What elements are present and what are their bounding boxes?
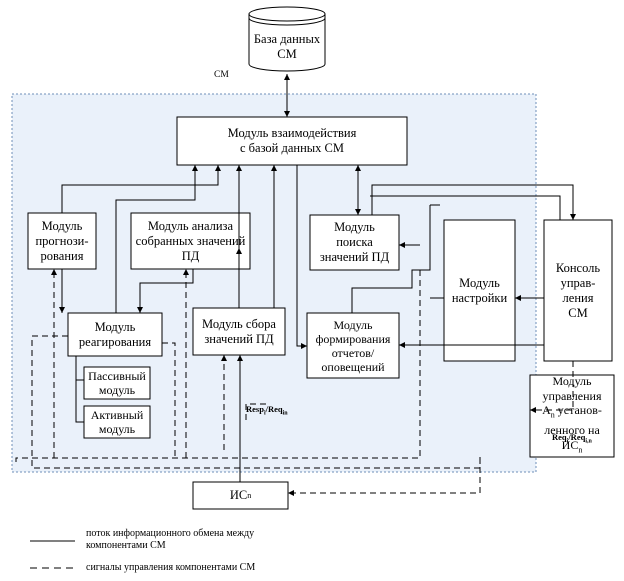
resp-sub: i bbox=[263, 410, 266, 417]
isn-box bbox=[192, 481, 289, 510]
interaction-module-line1: Модуль взаимодействия bbox=[227, 126, 357, 140]
req-sub: in bbox=[282, 410, 288, 417]
req-label: /Req bbox=[265, 404, 283, 414]
reaction-module-label: Модуль реагирования bbox=[68, 313, 162, 356]
mgmt-line3-b: установ- bbox=[554, 403, 602, 418]
settings-line2: настройки bbox=[451, 290, 508, 305]
passive-module-label: Пассивный модуль bbox=[84, 367, 150, 399]
database-cylinder bbox=[248, 6, 326, 72]
forecast-line1: Модуль bbox=[41, 218, 83, 233]
mgmt-line3: Аn установ- bbox=[542, 403, 602, 423]
collection-module-box bbox=[192, 307, 286, 356]
console-label: Консоль управ- ления СМ bbox=[544, 220, 612, 361]
an-management-module-label: Модуль управления Аn установ- ленного на… bbox=[530, 374, 614, 458]
forecast-module-label: Модуль прогнози- рования bbox=[28, 213, 96, 269]
an-management-module-box bbox=[529, 374, 615, 458]
mgmt-line3-sub: n bbox=[550, 410, 555, 420]
req-b-label: /Req bbox=[568, 432, 586, 442]
legend-dashed-text: сигналы управления компонентами СМ bbox=[86, 562, 256, 573]
req-b-sub: i,n bbox=[585, 438, 592, 445]
reports-line2: формирования bbox=[315, 331, 391, 346]
search-module-label: Модуль поиска значений ПД bbox=[310, 215, 399, 270]
interaction-module-box bbox=[176, 116, 408, 166]
console-line1: Консоль bbox=[555, 260, 601, 275]
settings-module-box bbox=[443, 219, 516, 362]
cm-boundary-label: СМ bbox=[214, 70, 229, 80]
mgmt-line2: управления bbox=[542, 388, 602, 403]
mgmt-line3-a: А bbox=[542, 403, 551, 418]
settings-module-label: Модуль настройки bbox=[444, 220, 515, 361]
analysis-line2: собранных значений bbox=[135, 233, 246, 248]
passive-line2: модуль bbox=[98, 383, 136, 397]
forecast-module-box bbox=[27, 212, 97, 270]
active-module-label: Активный модуль bbox=[84, 406, 150, 438]
database-label-line1: База данных bbox=[253, 32, 321, 46]
search-line1: Модуль bbox=[334, 220, 375, 234]
collection-line1: Модуль сбора bbox=[202, 316, 276, 331]
search-line3: значений ПД bbox=[319, 250, 390, 264]
console-box bbox=[543, 219, 613, 362]
mgmt-line5-a: ИС bbox=[561, 437, 579, 452]
mgmt-line4: ленного на bbox=[544, 423, 600, 438]
database-label: База данных СМ bbox=[249, 30, 325, 64]
active-module-box bbox=[83, 405, 151, 439]
interaction-module-line2: с базой данных СМ bbox=[239, 141, 345, 155]
resp-req-signal-label: Respi/Reqin bbox=[246, 404, 288, 417]
legend-solid-line1: поток информационного обмена между bbox=[86, 528, 255, 539]
forecast-line2: прогнози- bbox=[35, 233, 89, 248]
analysis-line3: ПД bbox=[181, 248, 200, 263]
console-line4: СМ bbox=[568, 305, 588, 320]
reports-line4: оповещений bbox=[321, 359, 385, 374]
reports-module-box bbox=[306, 312, 400, 379]
reports-line1: Модуль bbox=[333, 317, 373, 332]
reaction-line1: Модуль bbox=[94, 319, 136, 334]
analysis-module-box bbox=[130, 212, 251, 270]
database-label-line2: СМ bbox=[277, 47, 297, 61]
console-line2: управ- bbox=[560, 275, 596, 290]
isn-main: ИС bbox=[229, 488, 248, 502]
reaction-module-box bbox=[67, 312, 163, 357]
mgmt-line5-sub: n bbox=[578, 445, 583, 455]
reports-line3: отчетов/ bbox=[331, 345, 375, 360]
reaction-line2: реагирования bbox=[78, 334, 152, 349]
passive-module-box bbox=[83, 366, 151, 400]
collection-module-label: Модуль сбора значений ПД bbox=[193, 308, 285, 355]
forecast-line3: рования bbox=[40, 248, 84, 263]
active-line2: модуль bbox=[98, 422, 136, 436]
solid-flows bbox=[59, 74, 576, 482]
settings-line1: Модуль bbox=[459, 275, 500, 290]
req-a-label: Req bbox=[552, 432, 567, 442]
analysis-module-label: Модуль анализа собранных значений ПД bbox=[131, 213, 250, 269]
search-line2: поиска bbox=[336, 235, 373, 249]
mgmt-line1: Модуль bbox=[552, 374, 592, 389]
console-line3: ления bbox=[562, 290, 594, 305]
search-module-box bbox=[309, 214, 400, 271]
isn-sub: n bbox=[247, 491, 252, 500]
req-a-sub: i bbox=[566, 438, 569, 445]
interaction-module-label: Модуль взаимодействия с базой данных СМ bbox=[177, 117, 407, 165]
mgmt-line5: ИСn bbox=[562, 438, 583, 458]
req-req-signal-label: Reqi/Reqi,n bbox=[552, 432, 592, 445]
active-line1: Активный bbox=[90, 408, 144, 422]
passive-line1: Пассивный bbox=[88, 369, 146, 383]
resp-label: Resp bbox=[246, 404, 264, 414]
collection-line2: значений ПД bbox=[204, 331, 274, 346]
legend-solid-line2: компонентами СМ bbox=[86, 540, 166, 551]
legend-solid-text: поток информационного обмена между компо… bbox=[86, 528, 346, 552]
reports-module-label: Модуль формирования отчетов/ оповещений bbox=[307, 313, 399, 378]
dashed-controls bbox=[15, 269, 574, 496]
analysis-line1: Модуль анализа bbox=[147, 218, 234, 233]
